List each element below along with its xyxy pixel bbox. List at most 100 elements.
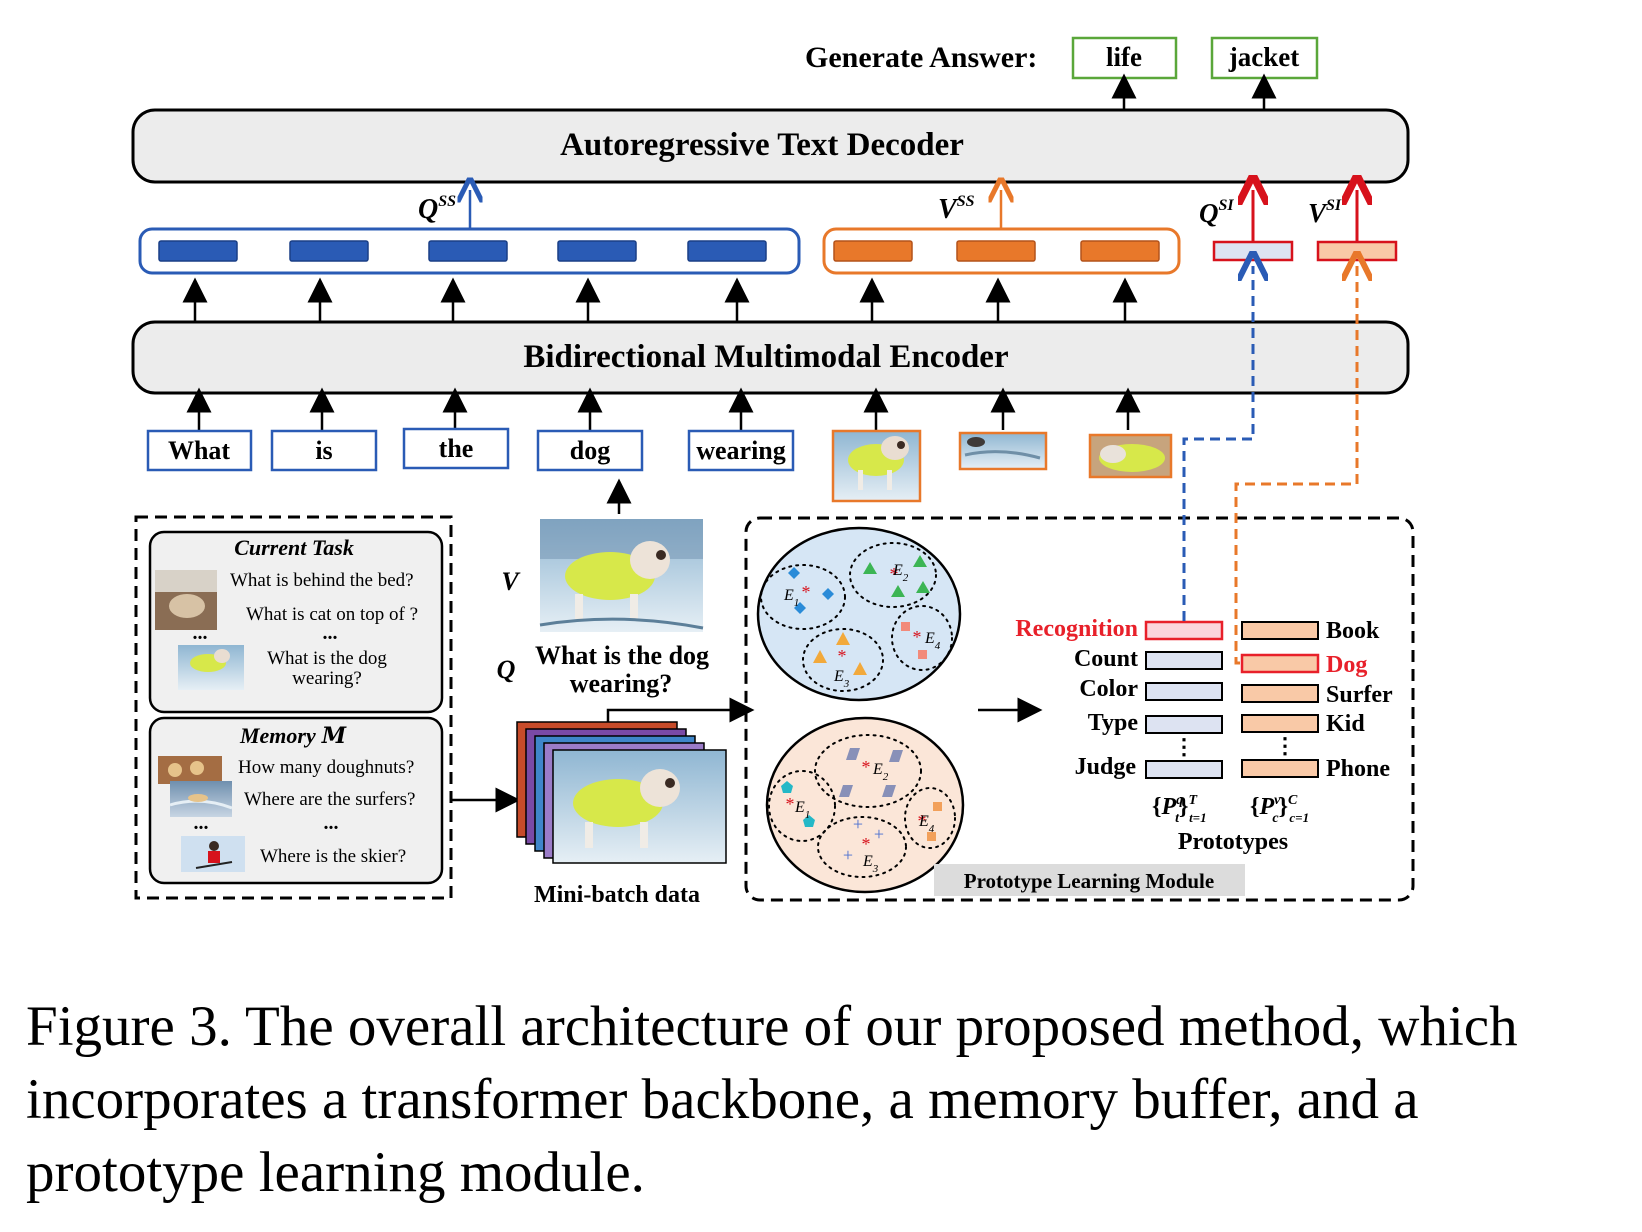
answer-word-life-text: life (1106, 42, 1142, 72)
prototype-module-container (744, 516, 1415, 902)
word-token-wearing: wearing (687, 429, 795, 472)
q-si-label: QSI (1199, 197, 1234, 228)
memory-ellipsis: ... (324, 812, 339, 834)
visual-class-label: Kid (1326, 711, 1365, 737)
generate-answer-label: Generate Answer: (805, 41, 1037, 74)
word-token-text: What (168, 436, 230, 465)
figure-caption: Figure 3. The overall architecture of ou… (26, 995, 1518, 1204)
minibatch-stack (516, 721, 727, 864)
prototypes-label: Prototypes (1178, 829, 1288, 855)
image-patch-1 (831, 429, 922, 503)
visual-prototype (1241, 684, 1319, 703)
svg-text:*: * (913, 627, 922, 647)
current-task-question-3b: wearing? (292, 668, 362, 689)
question-feature-group (138, 227, 801, 275)
question-cluster-label: E2 (892, 562, 909, 584)
question-feature-token (289, 240, 369, 262)
visual-class-label: Surfer (1326, 682, 1393, 708)
visual-cluster (814, 734, 922, 808)
visual-class-label: Dog (1326, 652, 1367, 678)
answer-word-jacket-text: jacket (1228, 42, 1299, 72)
v-input-label: V (501, 567, 521, 596)
v-ss-label: VSS (938, 193, 975, 225)
question-prototype (1145, 760, 1223, 779)
question-feature-token (428, 240, 508, 262)
question-type-label: Judge (1075, 754, 1137, 780)
svg-text:*: * (786, 794, 795, 814)
dog-input-image (539, 519, 704, 632)
question-cluster (760, 564, 846, 630)
data-stream-container (134, 515, 453, 900)
question-feature-token (158, 240, 238, 262)
visual-prototypes: Book Dog Surfer Kid ⋮ Phone (1240, 618, 1393, 782)
v-si-token (1316, 240, 1398, 262)
prototype-module-label-text: Prototype Learning Module (964, 869, 1214, 893)
q-input-label: Q (497, 655, 516, 684)
svg-text:⋮: ⋮ (1173, 734, 1195, 759)
question-type-label: Color (1079, 676, 1138, 702)
question-prototype (1144, 620, 1224, 641)
svg-text:+: + (874, 824, 884, 844)
svg-text:+: + (853, 814, 863, 834)
visual-cluster-space: + + + * * * * E1 E2 E3 E4 (765, 716, 965, 894)
visual-class-label: Book (1326, 618, 1380, 644)
question-cluster (802, 628, 884, 692)
word-token-text: dog (570, 436, 610, 465)
dog-thumbnail (178, 645, 244, 690)
visual-cluster-label: E3 (862, 853, 879, 875)
multimodal-encoder-block: Bidirectional Multimodal Encoder (131, 320, 1410, 395)
q-si-token (1212, 240, 1294, 262)
question-feature-token (687, 240, 767, 262)
word-token-text: wearing (696, 436, 786, 465)
current-task-ellipsis: ... (323, 622, 338, 644)
v-si-label: VSI (1308, 197, 1342, 228)
minibatch-label: Mini-batch data (534, 882, 700, 908)
doughnut-thumbnail (158, 756, 222, 784)
question-type-label: Count (1074, 646, 1138, 672)
question-cluster (849, 542, 937, 608)
memory-question-3: Where is the skier? (260, 846, 406, 867)
visual-prototype (1241, 621, 1319, 640)
question-prototype (1145, 651, 1223, 670)
image-patch-3 (1088, 433, 1173, 479)
question-prototype (1145, 715, 1223, 734)
input-question-line-2: wearing? (570, 669, 673, 698)
memory-question-2: Where are the surfers? (244, 789, 415, 810)
svg-text:+: + (843, 845, 853, 865)
svg-text:*: * (862, 757, 871, 777)
question-cluster-label: E3 (833, 668, 850, 690)
current-task-panel: Current Task What is behind the bed? Wha… (148, 530, 444, 714)
question-prototypes: Recognition Count Color Type ⋮ Judge (1015, 616, 1224, 780)
multimodal-encoder-label: Bidirectional Multimodal Encoder (523, 339, 1008, 375)
word-token-text: the (439, 434, 474, 463)
question-feature-token (557, 240, 637, 262)
surfers-thumbnail (169, 781, 233, 817)
current-task-question-2: What is cat on top of ? (246, 604, 418, 625)
word-token-dog: dog (536, 429, 644, 472)
current-task-question-3: What is the dog (267, 648, 387, 669)
current-task-ellipsis: ... (193, 622, 208, 644)
word-token-text: is (315, 436, 332, 465)
visual-cluster-label: E2 (872, 761, 889, 783)
visual-feature-token (956, 240, 1036, 262)
visual-cluster-label: E1 (794, 799, 810, 821)
visual-cluster (817, 816, 907, 878)
memory-ellipsis: ... (194, 812, 209, 834)
visual-feature-token (1080, 240, 1160, 262)
visual-class-label: Phone (1326, 756, 1390, 782)
visual-cluster-label: E4 (918, 813, 935, 835)
arrow-minibatch-to-module (606, 697, 755, 723)
answer-word-jacket: jacket (1210, 36, 1319, 80)
prototype-module-label: Prototype Learning Module (934, 864, 1245, 896)
visual-feature-token (833, 240, 913, 262)
dashed-link-question-prototype (1182, 266, 1253, 621)
image-patch-2 (958, 431, 1048, 471)
svg-text:*: * (802, 582, 811, 602)
question-cluster-space: * * * * E1 E2 E3 E4 (756, 526, 962, 702)
visual-prototype (1240, 653, 1320, 674)
word-token-is: is (270, 429, 378, 472)
question-type-label: Type (1088, 710, 1139, 736)
encoder-input-arrows (186, 387, 1141, 430)
